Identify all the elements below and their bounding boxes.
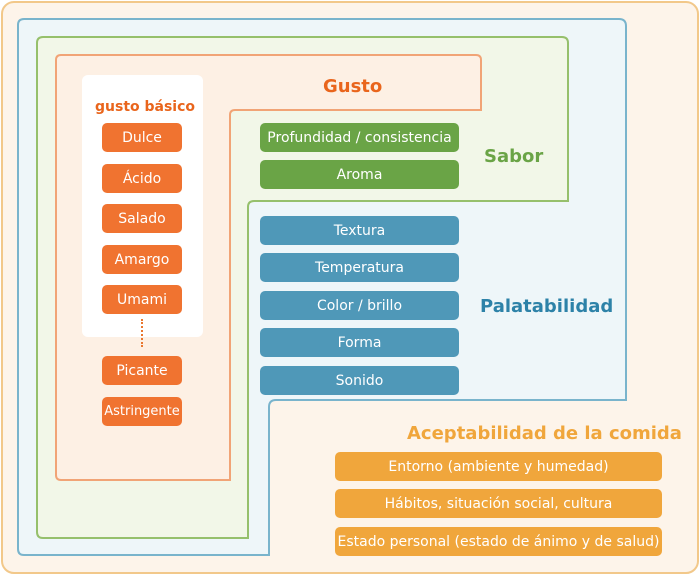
palatabilidad-title: Palatabilidad bbox=[480, 296, 614, 317]
gusto-item-picante: Picante bbox=[102, 356, 182, 385]
gusto-basico-title: gusto básico bbox=[95, 99, 196, 115]
palatabilidad-item-textura: Textura bbox=[260, 216, 459, 245]
aceptabilidad-title: Aceptabilidad de la comida bbox=[407, 423, 682, 444]
gusto-title: Gusto bbox=[323, 76, 383, 97]
sabor-item-aroma: Aroma bbox=[260, 160, 459, 189]
gusto-item-astringente: Astringente bbox=[102, 397, 182, 426]
sabor-title: Sabor bbox=[484, 146, 544, 167]
palatabilidad-item-temperatura: Temperatura bbox=[260, 253, 459, 282]
ellipsis-dots bbox=[141, 319, 145, 347]
gusto-item-acido: Ácido bbox=[102, 164, 182, 193]
palatabilidad-item-sonido: Sonido bbox=[260, 366, 459, 395]
aceptabilidad-item-estado: Estado personal (estado de ánimo y de sa… bbox=[335, 527, 662, 556]
gusto-item-amargo: Amargo bbox=[102, 245, 182, 274]
palatabilidad-item-color: Color / brillo bbox=[260, 291, 459, 320]
gusto-item-dulce: Dulce bbox=[102, 123, 182, 152]
gusto-item-salado: Salado bbox=[102, 204, 182, 233]
sabor-item-profundidad: Profundidad / consistencia bbox=[260, 123, 459, 152]
palatabilidad-item-forma: Forma bbox=[260, 328, 459, 357]
aceptabilidad-item-habitos: Hábitos, situación social, cultura bbox=[335, 489, 662, 518]
aceptabilidad-item-entorno: Entorno (ambiente y humedad) bbox=[335, 452, 662, 481]
gusto-item-umami: Umami bbox=[102, 285, 182, 314]
